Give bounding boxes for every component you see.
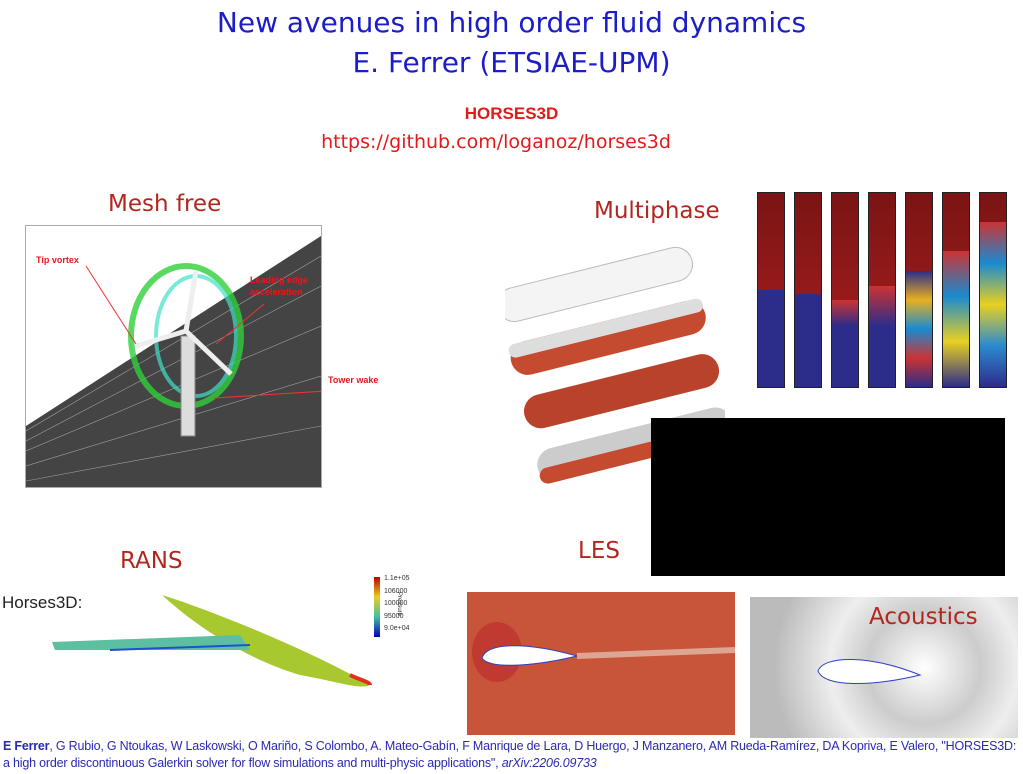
les-label: LES bbox=[578, 538, 620, 564]
multiphase-label: Multiphase bbox=[594, 198, 720, 224]
slide-title: New avenues in high order fluid dynamics bbox=[216, 6, 807, 39]
pressure-colorbar bbox=[374, 577, 380, 637]
tip-vortex-annotation: Tip vortex bbox=[36, 255, 79, 265]
colorbar-tick: 100000 bbox=[384, 600, 408, 607]
citation-text: , G Rubio, G Ntoukas, W Laskowski, O Mar… bbox=[3, 739, 1017, 770]
tower-wake-annotation: Tower wake bbox=[328, 375, 379, 385]
horses3d-label: Horses3D: bbox=[2, 593, 83, 612]
slide-subtitle: E. Ferrer (ETSIAE-UPM) bbox=[352, 46, 671, 79]
colorbar-tick: 106000 bbox=[384, 587, 408, 595]
citation-lead-author: E Ferrer bbox=[3, 739, 50, 753]
colorbar-title: Pressure bbox=[396, 592, 402, 617]
colorbar-ticks: 1.1e+05 106000 100000 95000 9.0e+04 bbox=[384, 573, 410, 636]
citation: E Ferrer, G Rubio, G Ntoukas, W Laskowsk… bbox=[3, 738, 1023, 772]
acceleration-annotation: acceleration bbox=[250, 287, 303, 297]
leading-edge-annotation: Leading edge bbox=[250, 275, 309, 285]
code-url-link[interactable]: https://github.com/loganoz/horses3d bbox=[321, 131, 671, 153]
colorbar-tick: 1.1e+05 bbox=[384, 575, 410, 582]
colorbar-tick: 95000 bbox=[384, 612, 404, 620]
acoustics-label: Acoustics bbox=[869, 604, 978, 630]
video-placeholder[interactable] bbox=[651, 418, 1005, 576]
les-airfoil-figure bbox=[467, 592, 735, 735]
aircraft-pressure-figure bbox=[52, 595, 372, 687]
arxiv-link[interactable]: arXiv:2206.09733 bbox=[501, 756, 597, 770]
colorbar-tick: 9.0e+04 bbox=[384, 625, 410, 632]
rans-label: RANS bbox=[120, 548, 183, 574]
acoustics-figure bbox=[750, 597, 1018, 738]
mesh-free-label: Mesh free bbox=[108, 191, 222, 217]
wind-turbine-figure: Tip vortex Leading edge acceleration bbox=[25, 225, 322, 488]
code-name: HORSES3D bbox=[464, 104, 559, 123]
